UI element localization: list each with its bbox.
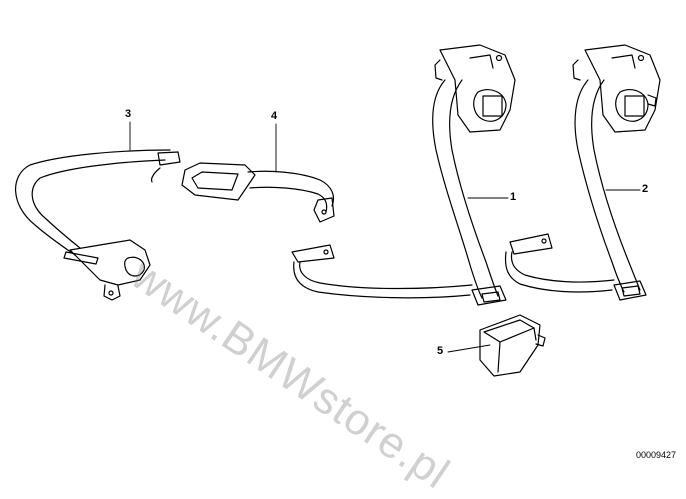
part-4-center-belt [181,162,335,223]
callout-3: 3 [125,108,132,120]
callout-2: 2 [642,183,649,195]
part-1-rear-belt-left [291,44,516,306]
document-number: 00009427 [635,450,676,460]
part-2-rear-belt-right [504,44,661,301]
diagram-canvas [15,44,661,377]
part-3-lap-belt [15,149,181,301]
parts-diagram: 3 4 1 2 5 www.BMWstore.pl 00009427 [15,44,676,499]
callout-4: 4 [271,110,278,122]
callout-5: 5 [437,345,444,357]
leader-lines [129,121,641,353]
callout-1: 1 [510,191,517,203]
part-5-buckle [479,314,546,377]
